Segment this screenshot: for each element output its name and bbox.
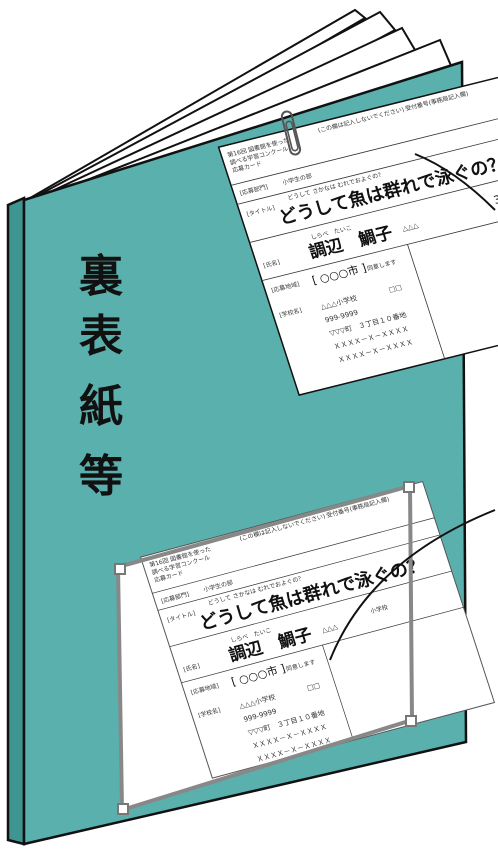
cover-label: 裏 表 紙 等	[79, 251, 123, 502]
cover-label-char-4: 等	[79, 451, 123, 502]
bottom-form-mark: □□	[306, 681, 321, 692]
cover-label-char-2: 表	[79, 311, 123, 362]
top-form-grade: 3	[492, 193, 498, 207]
top-form-name-label: [氏名]	[262, 258, 281, 270]
top-form-card: 第16回 図書館を使った 調べる学習コンクール 応募カード (この欄は記入しない…	[217, 73, 498, 396]
cover-label-char-1: 裏	[79, 251, 123, 302]
cover-spine	[6, 196, 26, 846]
paper-clip-icon	[280, 110, 302, 156]
pocket-corners	[114, 481, 417, 815]
top-form-triangles: △△△	[401, 221, 420, 233]
bottom-form-triangles: △△△	[321, 623, 340, 635]
bottom-form-name-label: [氏名]	[182, 662, 201, 674]
callout-line-bottom	[329, 509, 496, 661]
bottom-form-card: 第16回 図書館を使った 調べる学習コンクール 応募カード (この欄は記入しない…	[139, 480, 496, 779]
top-form-mark: □□	[388, 283, 403, 294]
callout-line-top	[414, 153, 496, 211]
cover-label-char-3: 紙	[79, 381, 123, 432]
